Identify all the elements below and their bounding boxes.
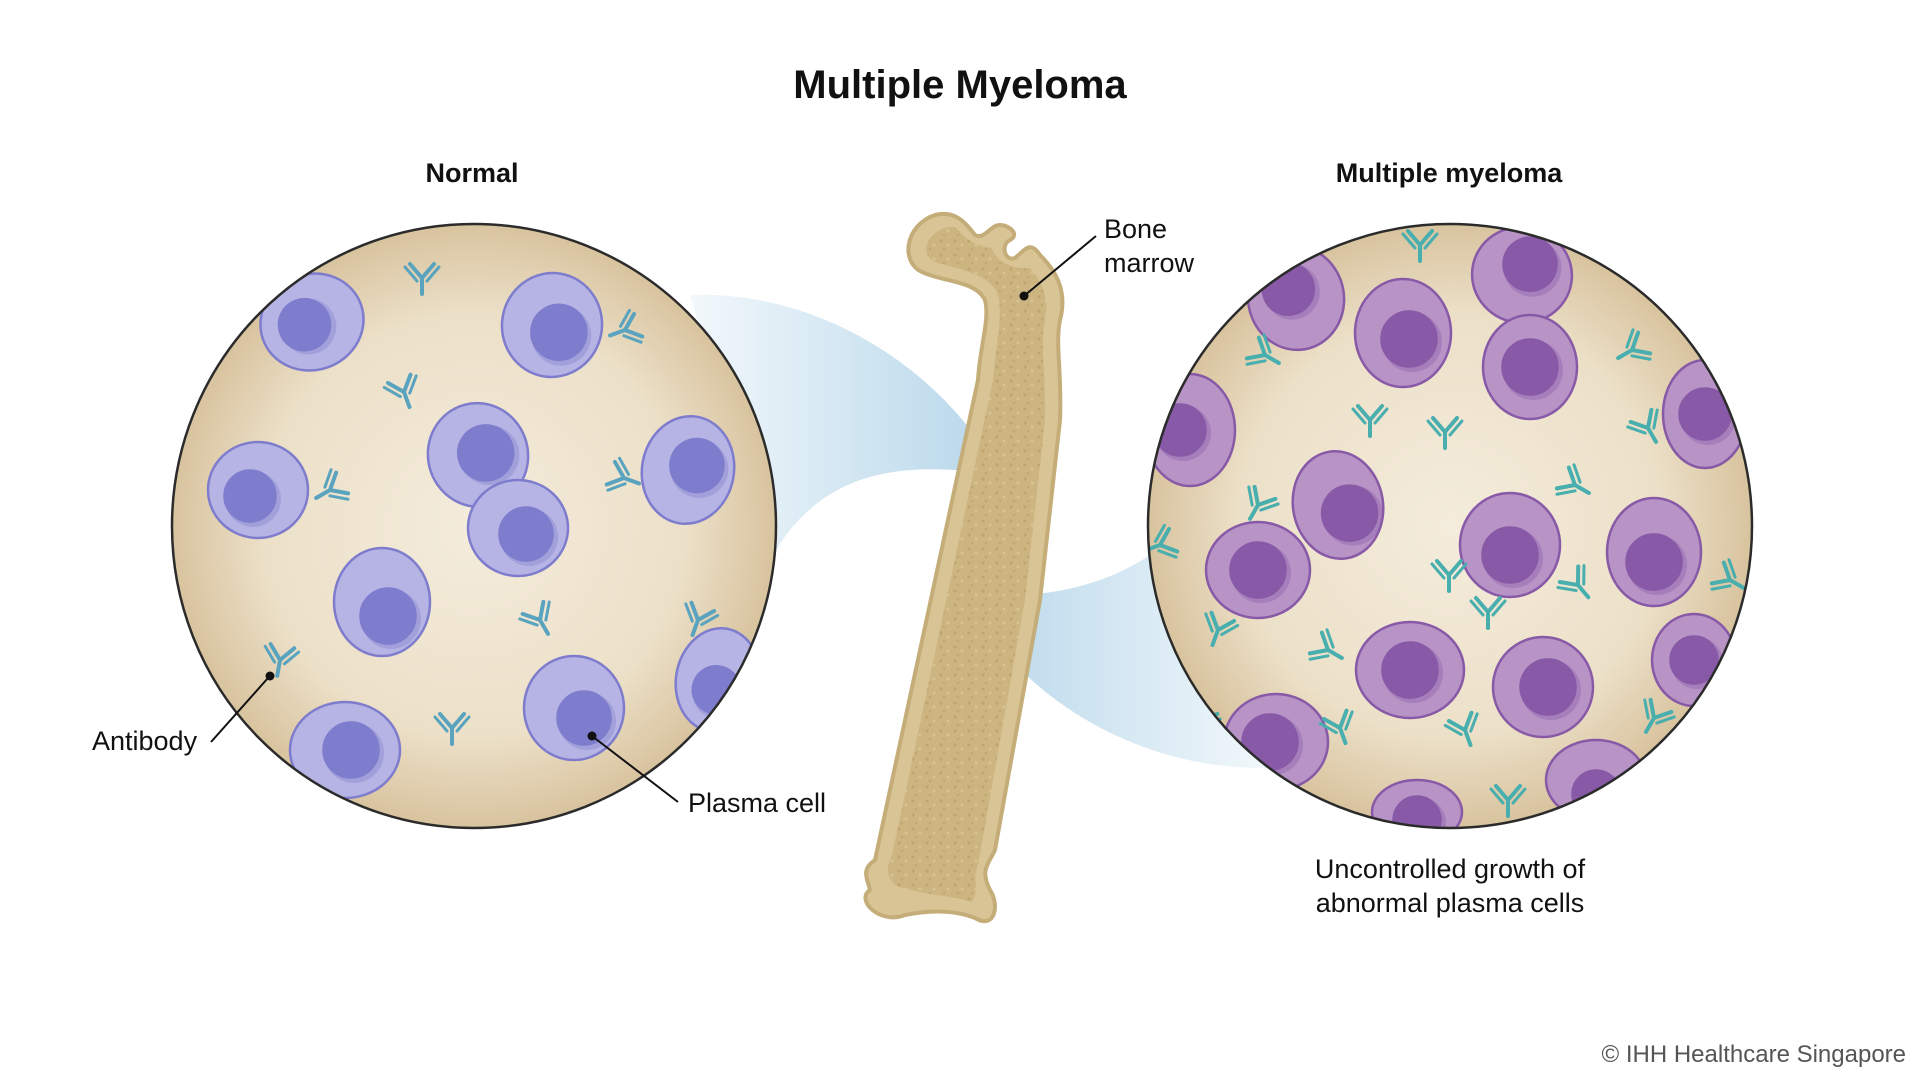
plasma-cell <box>1148 372 1237 488</box>
normal-antibodies <box>263 262 720 746</box>
plasma-cell <box>206 440 310 540</box>
antibody-y-shape <box>314 468 351 501</box>
antibody-y-shape <box>604 456 642 492</box>
plasma-cell <box>640 414 736 526</box>
femur-bone <box>863 211 1065 924</box>
plasma-cell <box>332 546 432 658</box>
plasma-cell <box>1650 612 1738 708</box>
plasma-cell <box>1204 520 1312 620</box>
antibody-y-shape <box>1469 596 1507 630</box>
antibody-y-shape <box>1247 484 1280 521</box>
plasma-cell <box>288 700 402 800</box>
antibody-y-shape <box>684 600 720 638</box>
antibody-y-shape <box>403 262 441 296</box>
antibody-label: Antibody <box>92 726 198 756</box>
diagram-title: Multiple Myeloma <box>793 63 1127 107</box>
plasma-cell <box>1605 496 1703 608</box>
plasma-cell <box>1354 620 1466 720</box>
plasma-cell <box>1458 491 1562 599</box>
antibody-y-shape <box>1244 333 1281 366</box>
plasma-cell <box>522 654 626 762</box>
antibody-y-shape <box>1443 710 1479 748</box>
normal-heading: Normal <box>425 158 518 188</box>
myeloma-caption-line2: abnormal plasma cells <box>1316 888 1585 918</box>
antibody-y-shape <box>1204 610 1240 648</box>
plasma-cell-pointer-dot <box>587 731 597 741</box>
antibody-y-shape <box>1401 229 1439 263</box>
antibody-y-shape <box>1426 416 1464 450</box>
plasma-cell <box>1370 778 1464 828</box>
myeloma-caption-line1: Uncontrolled growth of <box>1315 854 1586 884</box>
antibody-y-shape <box>1318 708 1354 746</box>
normal-plasma-cells <box>206 271 762 800</box>
antibody-y-shape <box>263 642 301 678</box>
plasma-cell <box>259 272 365 372</box>
antibody-y-shape <box>1351 404 1389 438</box>
plasma-cell-leader-line <box>591 735 679 803</box>
bone-marrow-label-line1: Bone <box>1104 214 1167 244</box>
antibody-y-shape <box>607 308 645 344</box>
bone-marrow-label-line2: marrow <box>1104 248 1195 278</box>
antibody-y-shape <box>1626 407 1659 444</box>
antibody-y-shape <box>1430 559 1468 593</box>
antibody-leader-line <box>210 677 269 743</box>
plasma-cell-label: Plasma cell <box>688 788 826 818</box>
plasma-cell <box>1491 635 1595 739</box>
myeloma-heading: Multiple myeloma <box>1336 158 1564 188</box>
antibody-pointer-dot <box>265 671 275 681</box>
plasma-cell <box>500 271 604 379</box>
antibody-y-shape <box>382 372 418 410</box>
antibody-y-shape <box>1709 558 1746 591</box>
plasma-cell <box>1470 225 1574 325</box>
plasma-cell <box>1291 449 1385 561</box>
plasma-cell <box>1353 277 1453 389</box>
plasma-cell <box>1661 358 1749 470</box>
antibody-y-shape <box>1489 784 1527 818</box>
bone-marrow-leader-line <box>1023 235 1097 297</box>
antibody-y-shape <box>1307 628 1344 661</box>
antibody-y-shape <box>433 712 471 746</box>
plasma-cell <box>466 478 570 578</box>
bone-marrow-pointer-dot <box>1019 291 1029 301</box>
antibody-y-shape <box>1616 328 1653 361</box>
antibody-y-shape <box>1643 697 1676 734</box>
plasma-cell <box>1544 738 1648 823</box>
antibody-y-shape <box>1554 463 1591 496</box>
copyright-notice: © IHH Healthcare Singapore <box>1602 1041 1907 1068</box>
antibody-y-shape <box>518 599 551 636</box>
myeloma-marrow-circle <box>1148 224 1752 828</box>
plasma-cell <box>1481 313 1579 421</box>
antibody-y-shape <box>1556 564 1591 600</box>
